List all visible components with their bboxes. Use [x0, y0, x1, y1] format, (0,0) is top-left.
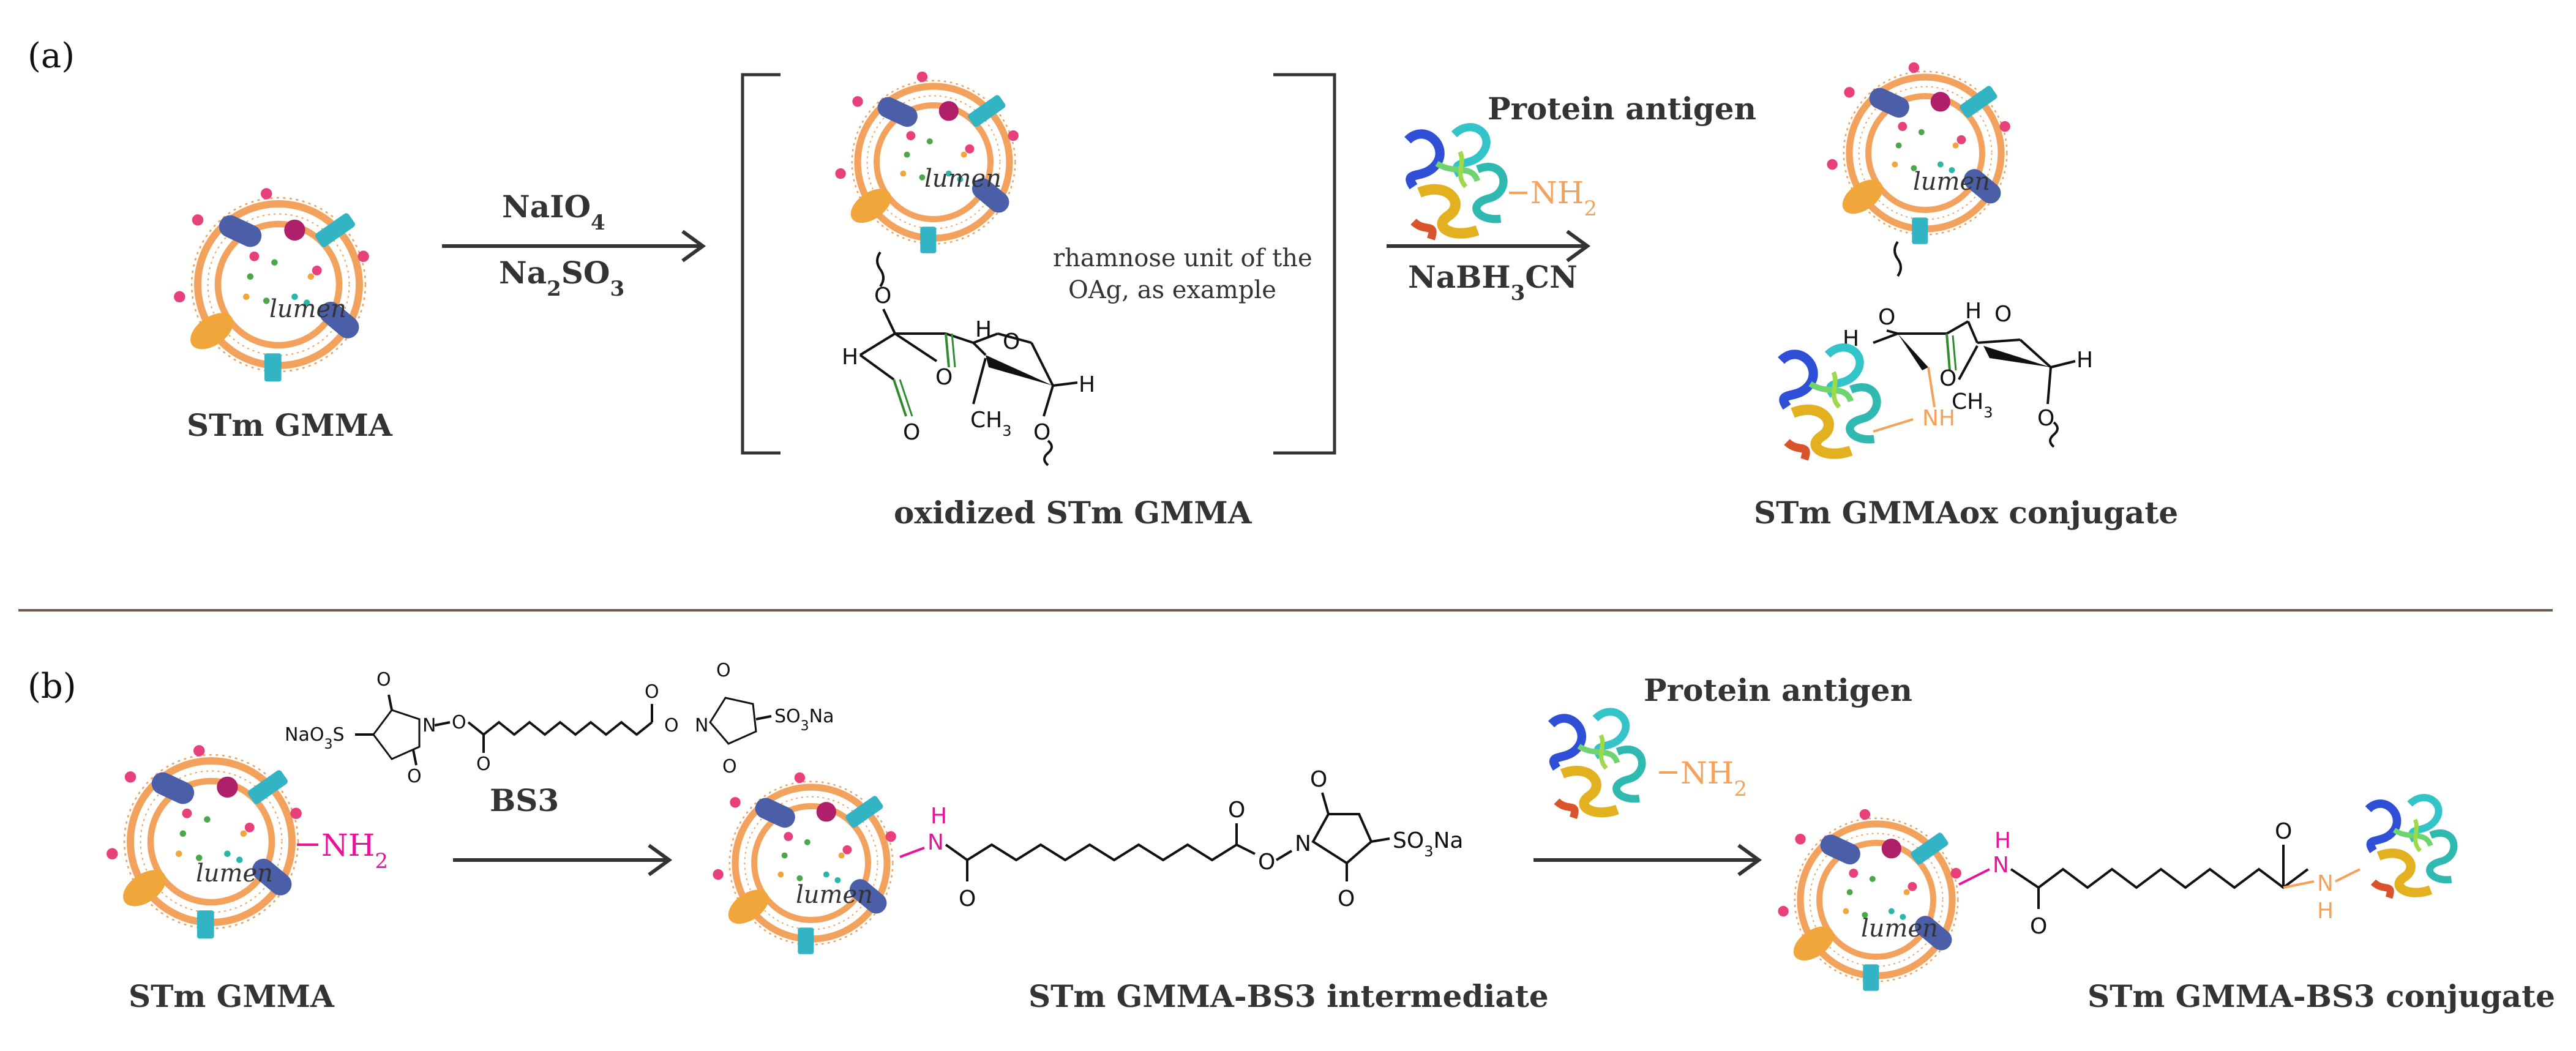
svg-text:N: N — [2317, 871, 2334, 896]
right-bracket — [1273, 73, 1336, 455]
panel-b-intermediate-vesicle-icon — [713, 772, 896, 954]
svg-text:N: N — [1993, 853, 2009, 878]
svg-text:N: N — [927, 830, 944, 855]
svg-text:H: H — [1994, 828, 2011, 853]
svg-text:O: O — [376, 669, 391, 690]
bs3-structure: NaO3S O O N O O O O N O O SO3Na — [285, 660, 834, 787]
svg-text:SO3Na: SO3Na — [774, 706, 834, 734]
bs3-label: BS3 — [490, 782, 559, 818]
lumen-label-5: lumen — [796, 881, 873, 909]
svg-text:O: O — [1258, 850, 1275, 875]
panel-b-intermediate-label: STm GMMA-BS3 intermediate — [1028, 978, 1549, 1014]
svg-text:H: H — [1079, 372, 1095, 397]
panel-a-label: (a) — [28, 36, 75, 76]
svg-text:H: H — [930, 804, 947, 829]
svg-text:O: O — [407, 766, 422, 787]
lumen-label-4: lumen — [196, 859, 273, 888]
panel-b-start-vesicle-icon — [107, 745, 302, 938]
svg-text:O: O — [959, 886, 976, 911]
svg-text:H: H — [842, 345, 858, 370]
svg-text:O: O — [874, 283, 891, 309]
rhamnose-note-line1: rhamnose unit of the — [1053, 244, 1312, 272]
svg-text:O: O — [935, 365, 953, 390]
lumen-label-2: lumen — [924, 165, 1002, 193]
panel-b-label: (b) — [28, 667, 77, 706]
svg-text:O: O — [452, 712, 466, 733]
svg-text:O: O — [1228, 798, 1245, 823]
conjugated-protein-icon — [1781, 348, 1877, 460]
panel-b-start-label: STm GMMA — [129, 978, 335, 1014]
panel-b-product-label: STm GMMA-BS3 conjugate — [2087, 978, 2555, 1014]
lumen-label-3: lumen — [1913, 168, 1990, 196]
svg-text:O: O — [903, 420, 920, 445]
panel-b-protein-title: Protein antigen — [1644, 672, 1912, 708]
svg-text:O: O — [664, 715, 679, 736]
start-vesicle-icon: lumen — [174, 188, 369, 381]
left-bracket — [741, 73, 781, 455]
reagent-nabh3cn: NaBH3CN — [1408, 259, 1578, 305]
reaction-arrow-icon — [1533, 843, 1762, 877]
panel-b-nh2: NH2 — [321, 828, 388, 873]
svg-text:H: H — [975, 317, 992, 342]
svg-text:O: O — [1939, 366, 1956, 391]
svg-text:O: O — [1003, 329, 1020, 354]
reaction-arrow-icon — [1387, 230, 1591, 263]
reaction-arrow-icon — [442, 230, 706, 263]
svg-text:CH3: CH3 — [970, 408, 1012, 439]
panel-b-protein-nh2: NH2 — [1680, 755, 1747, 801]
bs3-conjugate-chain: H N O O N H — [1958, 819, 2361, 939]
svg-text:NH: NH — [1922, 406, 1955, 431]
panel-a-intermediate-label: oxidized STm GMMA — [894, 495, 1252, 531]
panel-a-nh2: NH2 — [1530, 175, 1597, 221]
svg-text:NaO3S: NaO3S — [285, 724, 345, 752]
panel-a-product-label: STm GMMAox conjugate — [1754, 495, 2178, 531]
reagent-naio4: NaIO4 — [502, 189, 605, 235]
svg-text:O: O — [2275, 819, 2292, 844]
svg-text:H: H — [2317, 899, 2334, 924]
panel-a-start-label: STm GMMA — [187, 407, 393, 443]
rhamnose-note-line2: OAg, as example — [1068, 276, 1276, 304]
svg-text:O: O — [645, 681, 659, 703]
bs3-intermediate-chain: H N O O O N O O SO3Na — [899, 767, 1463, 911]
svg-text:N: N — [695, 715, 708, 736]
svg-text:H: H — [1965, 299, 1982, 324]
svg-text:N: N — [422, 715, 436, 736]
svg-text:O: O — [1310, 767, 1327, 792]
panel-b-conjugated-protein-icon — [2368, 798, 2454, 898]
svg-text:O: O — [2030, 914, 2047, 939]
svg-text:N: N — [1295, 831, 1311, 856]
svg-text:CH3: CH3 — [1952, 389, 1993, 421]
panel-b-conjugate-vesicle-icon — [1778, 809, 1961, 991]
lumen-label: lumen — [269, 295, 346, 323]
reaction-arrow-icon — [453, 843, 673, 877]
svg-text:O: O — [1994, 302, 2012, 327]
protein-structure-icon — [1408, 127, 1503, 239]
lumen-label-6: lumen — [1861, 914, 1938, 943]
panel-b-protein-structure-icon — [1551, 712, 1642, 818]
svg-text:H: H — [2076, 348, 2093, 373]
oxidized-vesicle-icon — [835, 72, 1018, 253]
conjugate-vesicle-icon — [1827, 62, 2010, 244]
svg-text:O: O — [1338, 886, 1355, 911]
svg-text:O: O — [1878, 305, 1895, 330]
svg-text:O: O — [722, 756, 737, 777]
conjugated-rhamnose-structure: O H H O H O CH3 O NH — [1843, 241, 2093, 448]
svg-text:SO3Na: SO3Na — [1393, 828, 1463, 860]
svg-text:O: O — [1033, 420, 1050, 445]
svg-text:O: O — [716, 660, 731, 681]
svg-text:O: O — [476, 754, 491, 775]
svg-text:O: O — [2037, 406, 2054, 431]
oxidized-rhamnose-structure: O H H O H O CH3 O O — [842, 251, 1095, 466]
reagent-na2so3: Na2SO3 — [499, 255, 624, 301]
panel-a-protein-title: Protein antigen — [1488, 91, 1756, 127]
